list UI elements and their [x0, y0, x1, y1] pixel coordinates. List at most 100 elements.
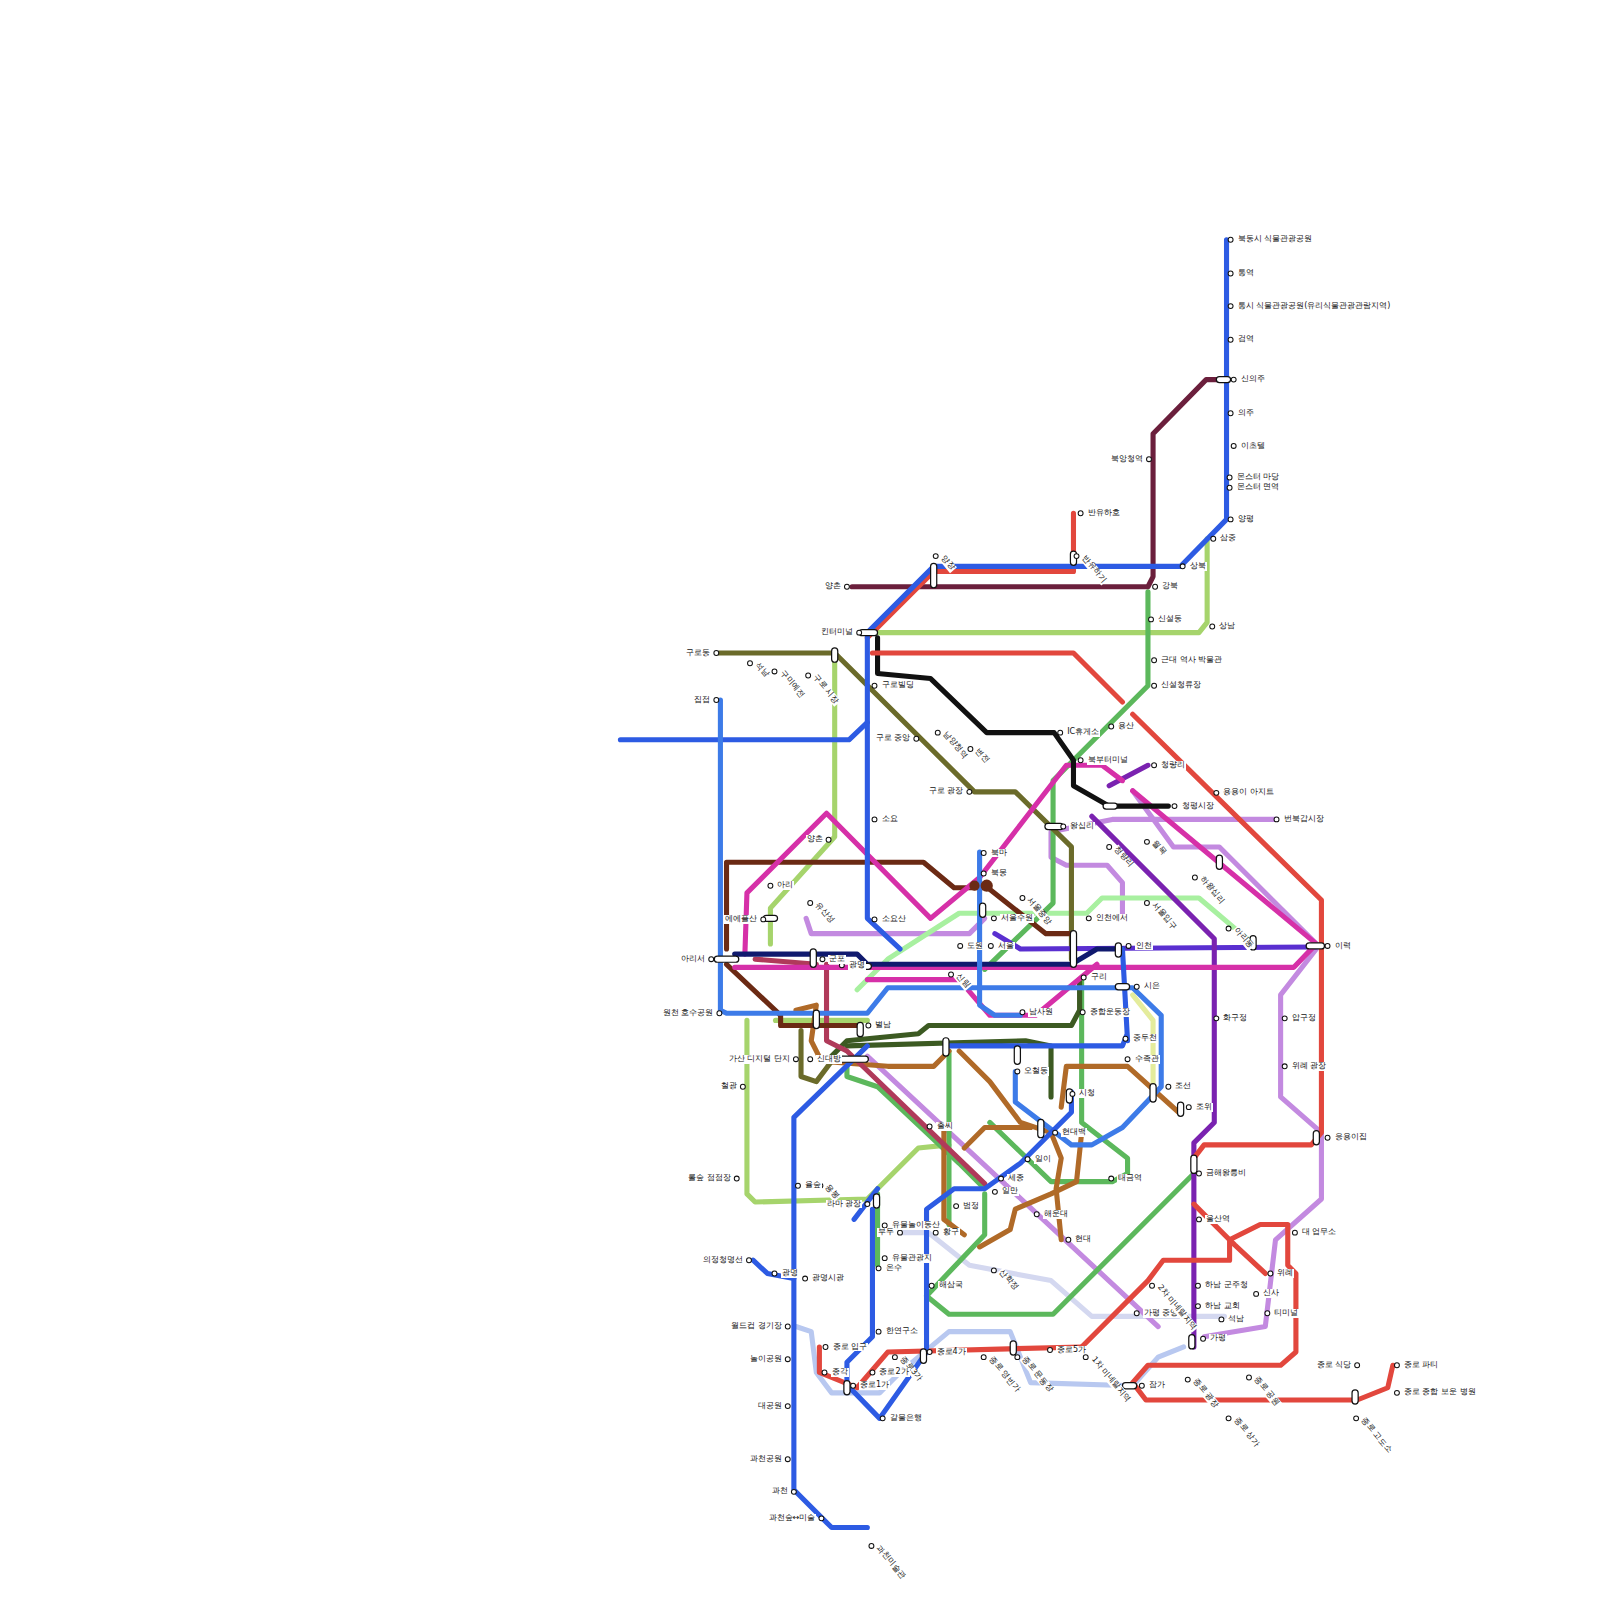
station-label: 몬스터 마당: [1236, 473, 1281, 482]
station-dot: [880, 1416, 885, 1421]
station-label: 출씨: [936, 1122, 954, 1131]
station-label: 시은: [1143, 982, 1161, 991]
station-label: 아리동: [1231, 926, 1254, 952]
station-dot: [1107, 844, 1112, 849]
station-label: 종로 식당: [1316, 1361, 1353, 1370]
station-label: 강북: [1161, 582, 1179, 591]
station-label: 상북: [1189, 562, 1207, 571]
station-label: IC휴게소: [1066, 728, 1100, 737]
station-label: 북동시 식물관광공원: [1237, 235, 1314, 244]
station-dot: [1125, 1057, 1130, 1062]
station-dot: [1139, 1383, 1144, 1388]
station-dot: [872, 917, 877, 922]
station-dot: [1152, 683, 1157, 688]
station-dot: [1282, 1016, 1287, 1021]
station-label: 오철동: [1023, 1067, 1049, 1076]
station-dot: [1196, 1304, 1201, 1309]
station-dot: [898, 1230, 903, 1235]
station-dot: [876, 1329, 881, 1334]
station-dot: [1228, 237, 1233, 242]
station-label: 서울수원: [1000, 914, 1034, 923]
station-label: 갈물은행: [889, 1414, 923, 1423]
station-label: 번북갑시장: [1283, 815, 1325, 824]
station-label: 가평: [1209, 1334, 1227, 1343]
station-label: 이초텔: [1240, 442, 1266, 451]
station-dot: [791, 1489, 796, 1494]
station-label: 종합운동장: [1089, 1008, 1131, 1017]
station-label: 남양청역: [940, 730, 969, 762]
station-dot: [1228, 304, 1233, 309]
station-dot: [1186, 1105, 1191, 1110]
station-dot: [1147, 457, 1152, 462]
station-dot: [714, 651, 719, 656]
station-dot: [992, 1189, 997, 1194]
station-label: 해운대: [1043, 1210, 1069, 1219]
station-dot: [1254, 1291, 1259, 1296]
station-label: 신설동: [1157, 615, 1183, 624]
station-dot: [1219, 1317, 1224, 1322]
station-dot: [1210, 624, 1215, 629]
station-label: 용용이 아지트: [1222, 788, 1275, 797]
station-label: 종로 종합 보운 병원: [1403, 1388, 1477, 1397]
station-label: 서울: [997, 942, 1015, 951]
station-label: 하남 교회: [1204, 1302, 1241, 1311]
station-label: 신의주: [1240, 375, 1266, 384]
station-label: 광명: [848, 961, 866, 970]
station-label: 용산: [1117, 722, 1135, 731]
station-dot: [927, 1350, 932, 1355]
station-label: 과천미술관: [874, 1543, 908, 1581]
station-dot: [882, 1223, 887, 1228]
station-label: 구미예전: [777, 669, 806, 701]
station-label: 화구정: [1222, 1014, 1248, 1023]
station-dot: [882, 1256, 887, 1261]
station-dot: [796, 1183, 801, 1188]
station-dot: [1152, 658, 1157, 663]
station-dot: [785, 1324, 790, 1329]
station-label: 롤숲 점점장: [687, 1174, 732, 1183]
station-dot: [1083, 1355, 1088, 1360]
station-label: 왕십리: [1069, 822, 1095, 831]
station-label: 대공원: [757, 1402, 783, 1411]
station-dot: [772, 669, 777, 674]
station-dot: [819, 1516, 824, 1521]
station-label: 종로 영빈가: [986, 1354, 1021, 1394]
station-label: 석남: [1227, 1315, 1245, 1324]
station-dot: [1214, 1016, 1219, 1021]
station-label: 소요산: [881, 915, 907, 924]
station-label: 북앙청역: [1110, 455, 1144, 464]
station-label: 반유하기: [1079, 553, 1108, 585]
station-dot: [734, 1176, 739, 1181]
station-label: 광명시광: [811, 1274, 845, 1283]
station-dot: [823, 1344, 828, 1349]
station-label: 종로 상가: [1231, 1416, 1261, 1450]
station-dot: [927, 1124, 932, 1129]
station-label: 에에플산: [724, 915, 758, 924]
station-label: 현대: [1074, 1235, 1092, 1244]
station-dot: [954, 1204, 959, 1209]
station-dot: [748, 661, 753, 666]
station-label: 남사원: [1028, 1008, 1054, 1017]
station-label: 종로5가: [1056, 1346, 1087, 1355]
station-dot: [1231, 377, 1236, 382]
station-dot: [1172, 804, 1177, 809]
station-label: 신사: [1262, 1289, 1280, 1298]
station-label: 원천 호수공원: [662, 1009, 715, 1018]
station-dot: [1109, 724, 1114, 729]
station-label: 종로 입구: [832, 1343, 869, 1352]
station-label: 종로 문동장: [1020, 1354, 1055, 1394]
station-label: 산학정: [997, 1268, 1020, 1294]
station-label: 의정청명선: [702, 1256, 744, 1265]
station-dot: [1153, 584, 1158, 589]
station-label: 서울입구: [1150, 900, 1179, 932]
station-label: 한연구소: [885, 1327, 919, 1336]
station-dot: [1058, 730, 1063, 735]
station-dot: [1144, 901, 1149, 906]
station-label: 소요: [881, 815, 899, 824]
station-dot: [826, 837, 831, 842]
station-label: 신대방: [816, 1055, 842, 1064]
station-dot: [1152, 763, 1157, 768]
station-label: 신림: [954, 972, 972, 991]
station-dot: [929, 1283, 934, 1288]
station-dot: [768, 883, 773, 888]
